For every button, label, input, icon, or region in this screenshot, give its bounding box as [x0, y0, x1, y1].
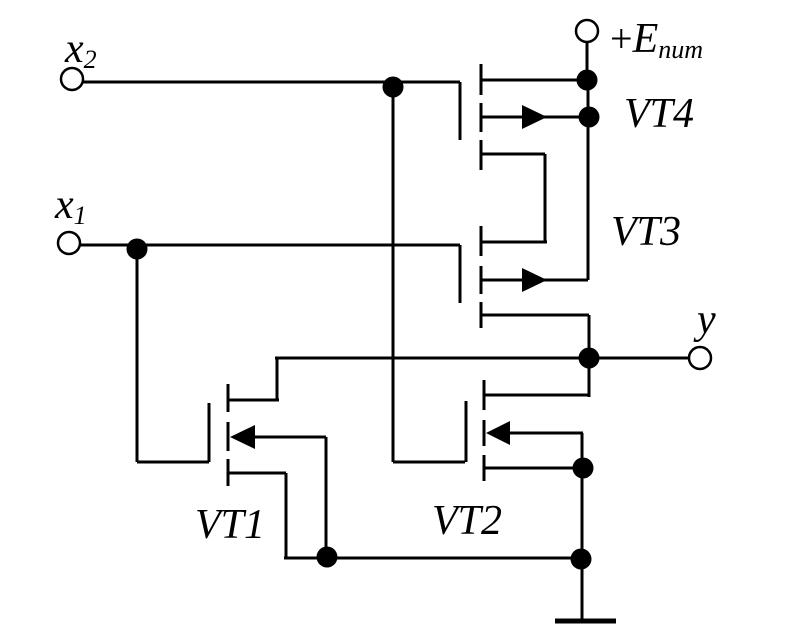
- input-x2: [83, 80, 465, 464]
- transistor-vt1: [207, 384, 328, 559]
- junction-ground: [570, 548, 592, 570]
- label-supply: +Enum: [610, 16, 703, 64]
- ground: [284, 468, 616, 624]
- junction-x1: [126, 238, 148, 260]
- junction-vt4-source: [576, 69, 598, 91]
- label-vt4: VT4: [624, 91, 694, 137]
- vt4-substrate-arrow-icon: [522, 105, 547, 129]
- junction-x2: [382, 76, 404, 98]
- terminal-x2: [59, 66, 85, 92]
- terminal-output-y: [687, 345, 713, 371]
- junction-output: [578, 347, 600, 369]
- label-vt3: VT3: [611, 209, 681, 255]
- input-x1: [80, 243, 460, 464]
- terminal-supply: [574, 18, 600, 44]
- junction-vt4-substrate: [578, 106, 600, 128]
- label-vt1: VT1: [195, 502, 265, 548]
- label-x1: x1: [54, 182, 87, 230]
- junction-vt1-ground: [316, 546, 338, 568]
- transistor-vt3: [458, 226, 589, 328]
- label-vt2: VT2: [432, 498, 502, 544]
- vt1-substrate-arrow-icon: [230, 425, 255, 449]
- vt3-substrate-arrow-icon: [522, 268, 547, 292]
- transistor-vt2: [464, 380, 594, 481]
- supply-rail: [576, 42, 600, 280]
- output-node: [275, 315, 690, 400]
- label-x2: x2: [64, 26, 97, 74]
- vt2-substrate-arrow-icon: [486, 421, 510, 445]
- terminal-x1: [56, 230, 82, 256]
- transistor-vt4: [458, 64, 588, 242]
- label-output-y: y: [693, 297, 716, 343]
